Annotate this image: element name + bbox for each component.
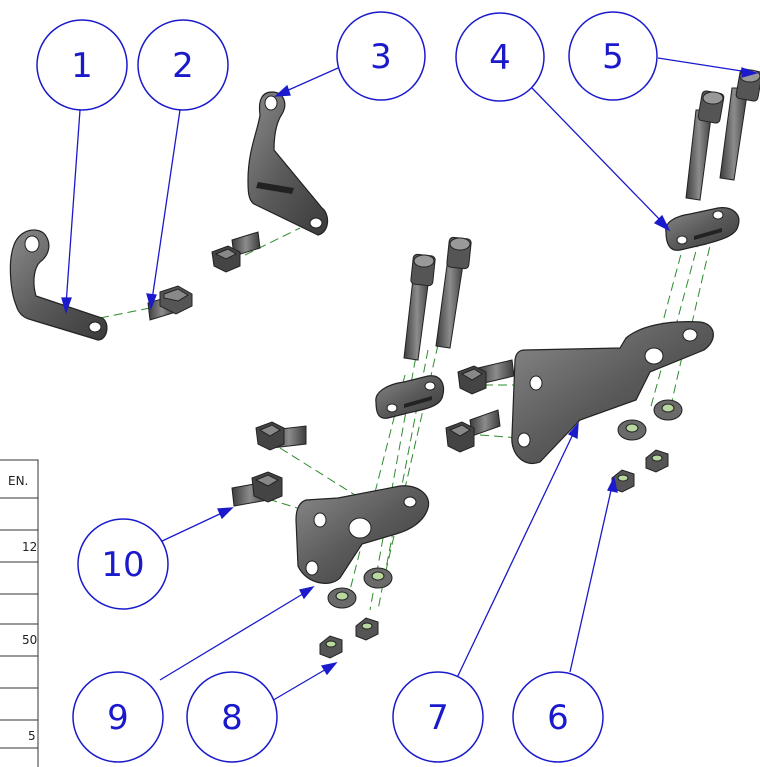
center-cap-screws — [403, 236, 472, 361]
balloon-9-label: 9 — [107, 698, 129, 738]
center-slotted-plate — [375, 375, 445, 419]
balloon-2: 2 — [137, 19, 229, 111]
bom-table: EN. 12 50 5 — [0, 459, 39, 767]
assembly-centerlines — [99, 219, 717, 611]
balloon-10-label: 10 — [101, 545, 144, 585]
part-2-flange-bolt — [147, 285, 193, 321]
balloon-leaders — [61, 57, 759, 703]
balloon-3-label: 3 — [370, 37, 392, 77]
balloon-7-label: 7 — [427, 698, 449, 738]
part-6-nuts-washers — [611, 399, 683, 493]
part-7-main-bracket — [511, 321, 714, 464]
balloon-5: 5 — [568, 11, 658, 101]
part-10-flange-bolts — [231, 421, 307, 507]
part-8-nuts-washers — [319, 567, 393, 659]
balloon-2-label: 2 — [172, 46, 194, 86]
balloon-8-label: 8 — [221, 698, 243, 738]
balloon-9: 9 — [72, 671, 164, 763]
part-5-cap-screws — [685, 68, 760, 201]
part-3-eye-bracket — [247, 91, 329, 236]
bom-cell-fragment: 50 — [22, 633, 37, 647]
balloon-5-label: 5 — [602, 37, 624, 77]
balloon-4-label: 4 — [489, 38, 511, 78]
balloon-1: 1 — [36, 19, 128, 111]
part-9-lower-bracket — [295, 485, 430, 584]
bom-cell-fragment: 5 — [28, 729, 36, 743]
part-4-slotted-plate — [665, 207, 740, 251]
balloon-10: 10 — [77, 518, 169, 610]
bom-header-fragment: EN. — [8, 474, 28, 488]
part-1-eye-bracket — [9, 229, 108, 341]
balloon-6-label: 6 — [547, 698, 569, 738]
balloon-1-label: 1 — [71, 46, 93, 86]
bom-cell-fragment: 12 — [22, 540, 37, 554]
balloon-3: 3 — [336, 11, 426, 101]
flange-bolts-middle — [445, 359, 515, 453]
balloon-8: 8 — [186, 671, 278, 763]
balloon-4: 4 — [455, 12, 545, 102]
flange-bolt-upper — [211, 231, 261, 273]
balloon-7: 7 — [392, 671, 484, 763]
balloon-6: 6 — [512, 671, 604, 763]
